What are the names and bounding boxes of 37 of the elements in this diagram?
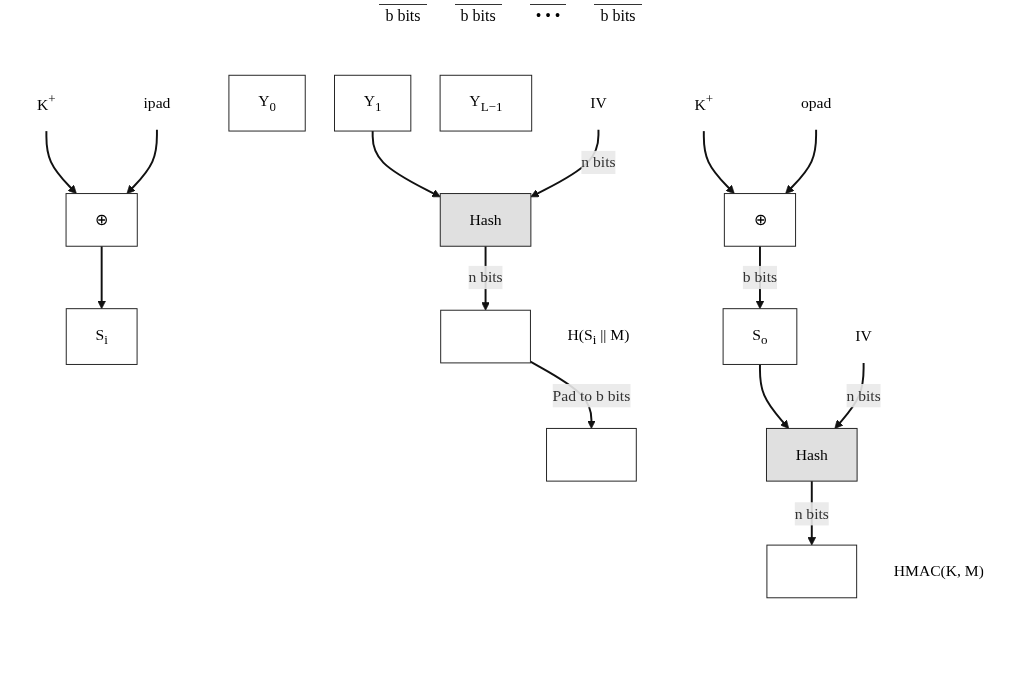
arrow <box>785 128 818 194</box>
node-box <box>546 427 637 482</box>
edge-label: n bits <box>581 153 616 171</box>
arrow <box>45 130 77 194</box>
edge-label: b bits <box>742 268 778 286</box>
node-text: opad <box>800 94 832 111</box>
node-box: S$_{i}$ <box>65 308 138 365</box>
edge-label: n bits <box>794 505 829 522</box>
node-box: S$_{o}$ <box>722 308 798 365</box>
node-box: ⊕ <box>723 193 797 247</box>
node-box: Y$_{0}$ <box>228 74 306 132</box>
arrow <box>371 130 441 198</box>
node-box: Y$_{L−1}$ <box>439 74 533 132</box>
node-box: Hash <box>766 427 858 482</box>
arrow <box>126 128 158 194</box>
node-box: ⊕ <box>65 193 138 247</box>
node-box <box>440 309 531 364</box>
dimension-label: b bits <box>454 4 502 27</box>
node-text: IV <box>590 94 607 111</box>
dimension-label: b bits <box>594 4 642 27</box>
edge-label: n bits <box>468 268 503 286</box>
node-box: Y$_{1}$ <box>334 74 412 132</box>
node-text: K$^{+}$ <box>37 91 56 113</box>
node-text: IV <box>855 327 872 345</box>
edge-label: Pad to b bits <box>552 386 631 404</box>
dimension-label: • • • <box>529 4 567 27</box>
arrow <box>759 363 790 429</box>
arrow <box>97 245 106 310</box>
arrow <box>702 130 735 194</box>
node-box <box>766 544 858 599</box>
node-box: Hash <box>439 193 532 247</box>
node-label: HMAC(K, M) <box>893 562 984 580</box>
node-text: ipad <box>143 94 171 111</box>
node-label: H(S$_{i}$ || M) <box>567 326 630 347</box>
node-text: K$^{+}$ <box>694 91 714 113</box>
dimension-label: b bits <box>379 4 427 27</box>
edge-label: n bits <box>846 386 881 404</box>
